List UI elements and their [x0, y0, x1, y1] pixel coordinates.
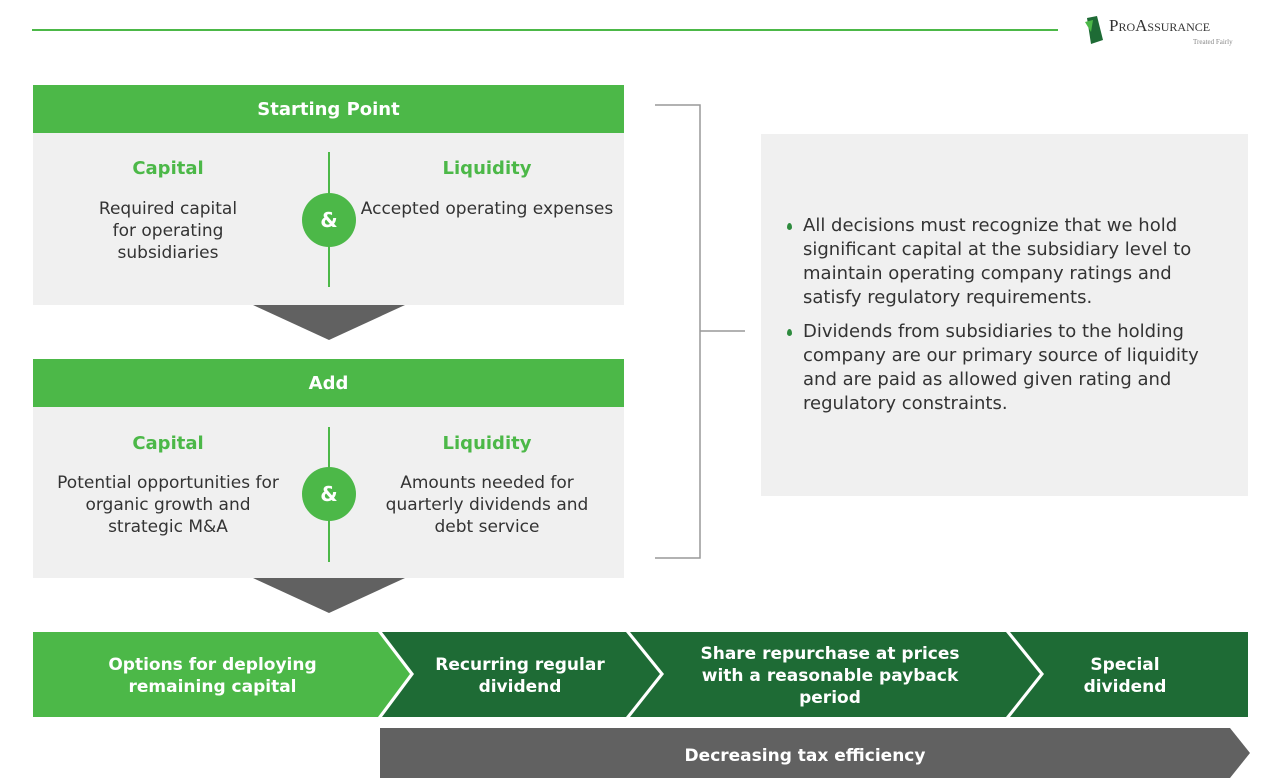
- logo-leaf-icon: [1085, 16, 1103, 44]
- chevron-repurchase: [630, 632, 1040, 717]
- ampersand-circle: &: [302, 467, 356, 521]
- option-repurchase: Share repurchase at prices with a reason…: [700, 643, 960, 708]
- note-item: All decisions must recognize that we hol…: [783, 214, 1223, 310]
- tax-arrow-label: Decreasing tax efficiency: [684, 746, 926, 766]
- down-arrow-1: [253, 305, 405, 340]
- bracket: [655, 104, 745, 559]
- liquidity-label: Liquidity: [442, 433, 532, 454]
- top-rule: [32, 29, 1058, 31]
- capital-label: Capital: [132, 158, 204, 179]
- chevron-deploying: [33, 632, 410, 717]
- capital-label: Capital: [132, 433, 204, 454]
- chevron-special: [1010, 632, 1248, 717]
- capital-desc: Required capital for operating subsidiar…: [98, 199, 238, 263]
- starting-point-header: Starting Point: [33, 85, 624, 133]
- capital-desc: Potential opportunities for organic grow…: [57, 473, 279, 537]
- note-item: Dividends from subsidiaries to the holdi…: [783, 320, 1223, 416]
- options-chevrons: [33, 632, 1248, 717]
- logo: ProAssurance Treated Fairly: [1083, 12, 1253, 50]
- notes-panel: All decisions must recognize that we hol…: [761, 134, 1248, 496]
- option-recurring: Recurring regular dividend: [435, 654, 605, 697]
- chevron-recurring: [382, 632, 660, 717]
- logo-tagline: Treated Fairly: [1193, 38, 1233, 46]
- tax-arrow: [380, 728, 1250, 778]
- down-arrow-2: [253, 578, 405, 613]
- ampersand-circle: &: [302, 193, 356, 247]
- add-header: Add: [33, 359, 624, 407]
- option-special: Special dividend: [1083, 654, 1167, 697]
- liquidity-label: Liquidity: [442, 158, 532, 179]
- liquidity-desc: Amounts needed for quarterly dividends a…: [385, 473, 589, 537]
- logo-name: ProAssurance: [1109, 16, 1211, 35]
- option-deploying: Options for deploying remaining capital: [108, 654, 317, 697]
- liquidity-desc: Accepted operating expenses: [360, 199, 614, 219]
